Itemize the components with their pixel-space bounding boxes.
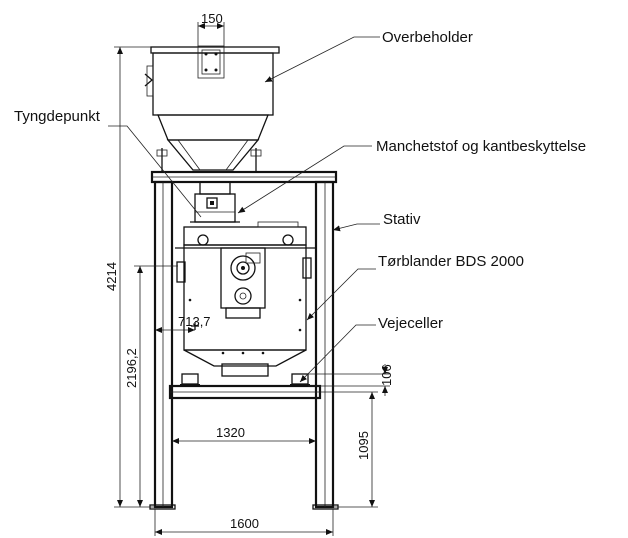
hopper xyxy=(144,45,280,171)
dim-top-width: 150 xyxy=(201,11,223,26)
hopper-support-bolts xyxy=(156,148,262,172)
center-of-gravity-marker xyxy=(191,322,199,330)
label-load-cells: Vejeceller xyxy=(378,315,443,332)
leader-lines xyxy=(108,36,380,383)
sleeve xyxy=(190,181,240,223)
dim-frame-width: 1600 xyxy=(230,516,259,531)
dim-leg-height: 1095 xyxy=(356,431,371,460)
load-cells xyxy=(180,373,310,387)
dim-cog-height: 2196,2 xyxy=(124,348,139,388)
label-hopper: Overbeholder xyxy=(382,29,473,46)
dim-cog-offset: 713,7 xyxy=(178,314,211,329)
dim-total-height: 4214 xyxy=(104,262,119,291)
mixer xyxy=(175,221,315,377)
label-sleeve: Manchetstof og kantbeskyttelse xyxy=(376,138,586,155)
dim-load-cell-height: 106 xyxy=(379,364,394,386)
frame xyxy=(149,170,339,510)
dim-inner-width: 1320 xyxy=(216,425,245,440)
label-center-of-gravity: Tyngdepunkt xyxy=(14,108,101,125)
dimension-lines xyxy=(114,22,390,536)
label-frame: Stativ xyxy=(383,211,421,228)
mixer-motor xyxy=(220,247,266,319)
label-mixer: Tørblander BDS 2000 xyxy=(378,253,524,270)
